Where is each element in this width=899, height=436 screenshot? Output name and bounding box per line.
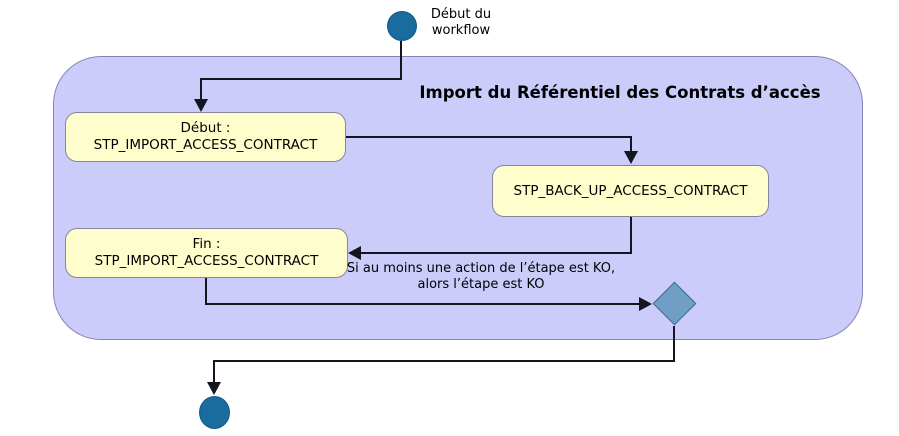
start-node [387,11,417,41]
note-ko-line1: Si au moins une action de l’étape est KO… [346,261,616,276]
edge-debut-to-backup-seg2 [630,136,632,152]
step-debut-title: Début : [180,120,231,136]
step-fin-name: STP_IMPORT_ACCESS_CONTRACT [94,253,319,269]
edge-fin-to-decision-seg2 [205,303,639,305]
edge-start-to-debut-seg2 [200,78,402,80]
step-fin-title: Fin : [192,236,221,252]
step-debut-import-access-contract: Début : STP_IMPORT_ACCESS_CONTRACT [65,112,346,162]
step-backup-name: STP_BACK_UP_ACCESS_CONTRACT [513,182,748,199]
edge-backup-to-fin-seg2 [360,252,632,254]
edge-decision-to-end-seg1 [673,326,675,362]
edge-fin-to-decision-seg1 [205,278,207,305]
start-node-label: Début du workflow [424,7,498,39]
edge-decision-to-end-seg2 [213,360,675,362]
note-ko-line2: alors l’étape est KO [417,277,545,292]
edge-decision-to-end-seg3 [213,360,215,383]
partition-title: Import du Référentiel des Contrats d’acc… [419,83,821,102]
edge-debut-to-backup-seg1 [346,136,632,138]
end-node [199,396,230,429]
start-label-line1: Début du [430,7,492,22]
step-backup-access-contract: STP_BACK_UP_ACCESS_CONTRACT [492,165,769,217]
step-debut-name: STP_IMPORT_ACCESS_CONTRACT [93,137,318,153]
start-label-line2: workflow [431,23,491,38]
arrowhead-left-into-fin [348,246,361,260]
edge-start-to-debut-seg3 [200,78,202,100]
edge-start-to-debut-seg1 [400,41,402,79]
arrowhead-right-into-decision [639,297,652,311]
arrowhead-down-into-backup [624,151,638,164]
arrowhead-down-into-end [207,382,221,395]
arrowhead-down-into-debut [194,99,208,112]
note-ko-condition: Si au moins une action de l’étape est KO… [341,261,621,293]
step-fin-import-access-contract: Fin : STP_IMPORT_ACCESS_CONTRACT [65,228,348,278]
edge-backup-to-fin-seg1 [630,217,632,253]
